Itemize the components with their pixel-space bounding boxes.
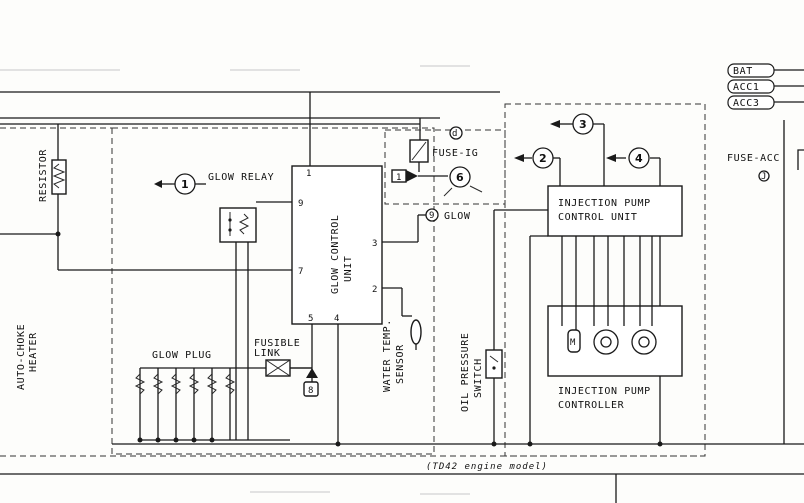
- water-temp-sensor: WATER TEMP. SENSOR: [382, 315, 422, 392]
- svg-text:AUTO-CHOKE: AUTO-CHOKE: [16, 324, 27, 390]
- fuse-ig-ref: d: [452, 129, 458, 139]
- oil-pressure-switch: OIL PRESSURE SWITCH: [460, 209, 548, 444]
- callout-3: 3: [572, 113, 594, 135]
- injection-pump-control-unit: INJECTION PUMP CONTROL UNIT: [514, 120, 683, 444]
- callout-1: 1: [174, 173, 196, 195]
- pin-7: 7: [298, 267, 303, 277]
- fuse-acc: FUSE-ACC J: [727, 149, 804, 182]
- fusible-link-label: FUSIBLE: [254, 338, 300, 349]
- pin-9: 9: [298, 199, 303, 209]
- resistor: RESISTOR: [0, 124, 292, 271]
- fusible-link-label-2: LINK: [254, 348, 280, 359]
- bat-tag-label: BAT: [733, 66, 753, 77]
- glow-plug-label: GLOW PLUG: [152, 350, 212, 361]
- callout-4: 4: [628, 147, 650, 169]
- ipcu-label-2: CONTROL UNIT: [558, 212, 637, 223]
- svg-text:6: 6: [456, 171, 464, 184]
- model-note: (TD42 engine model): [426, 462, 548, 472]
- controller-label-2: CONTROLLER: [558, 400, 625, 411]
- pin-1: 1: [306, 169, 311, 179]
- glow-relay-label: GLOW RELAY: [208, 172, 274, 183]
- glow-control-unit: GLOW CONTROL UNIT 1 9 3 7 2 5 4: [291, 165, 419, 444]
- svg-text:2: 2: [539, 152, 547, 165]
- ipcu-label: INJECTION PUMP: [558, 198, 651, 209]
- fusible-link-ref: 8: [308, 386, 313, 396]
- pin-2: 2: [372, 285, 377, 295]
- svg-text:1: 1: [181, 178, 189, 191]
- scan-artifacts: [0, 65, 470, 495]
- glow-control-unit-label: GLOW CONTROL: [330, 215, 341, 294]
- glow-relay: GLOW RELAY: [154, 172, 292, 440]
- fuse-ig-label: FUSE-IG: [432, 148, 478, 159]
- fusible-link: FUSIBLE LINK 8: [254, 338, 319, 397]
- oil-pressure-label-2: SWITCH: [473, 358, 484, 398]
- water-temp-label-2: SENSOR: [395, 344, 406, 384]
- auto-choke-heater-label: AUTO-CHOKE HEATER: [16, 324, 39, 390]
- callout-2: 2: [532, 147, 554, 169]
- oil-pressure-label: OIL PRESSURE: [460, 333, 471, 412]
- dashed-enclosures: [0, 103, 706, 457]
- glow-control-unit-label-2: UNIT: [343, 256, 354, 282]
- bottom-frame: (TD42 engine model): [0, 462, 804, 503]
- pin-4: 4: [334, 314, 339, 324]
- water-temp-label: WATER TEMP.: [382, 319, 393, 392]
- controller-label: INJECTION PUMP: [558, 386, 651, 397]
- svg-text:3: 3: [579, 118, 587, 131]
- fuse-ig: d FUSE-IG 1: [391, 126, 483, 197]
- pin-3: 3: [372, 239, 377, 249]
- acc1-tag-label: ACC1: [733, 82, 759, 93]
- svg-text:4: 4: [635, 152, 643, 165]
- pin-5: 5: [308, 314, 313, 324]
- ground-bus: [112, 120, 804, 447]
- fuse-acc-ref: J: [761, 172, 767, 182]
- svg-text:M: M: [570, 338, 576, 348]
- glow-label: GLOW: [444, 211, 471, 222]
- glow-ref: 9: [429, 211, 435, 221]
- glow-terminal: 9 GLOW: [418, 208, 471, 222]
- glow-plugs: GLOW PLUG: [134, 350, 312, 443]
- injection-pump-controller: M INJECTION PUMP CONTROLLER: [547, 236, 683, 411]
- callout-6: 6: [449, 166, 471, 188]
- resistor-label: RESISTOR: [38, 149, 49, 202]
- svg-text:HEATER: HEATER: [28, 332, 39, 372]
- power-tags: BAT ACC1 ACC3: [727, 63, 804, 110]
- power-bus-wires: [0, 91, 500, 168]
- acc3-tag-label: ACC3: [733, 98, 759, 109]
- connector-ref: 1: [396, 173, 401, 183]
- fuse-acc-label: FUSE-ACC: [727, 153, 780, 164]
